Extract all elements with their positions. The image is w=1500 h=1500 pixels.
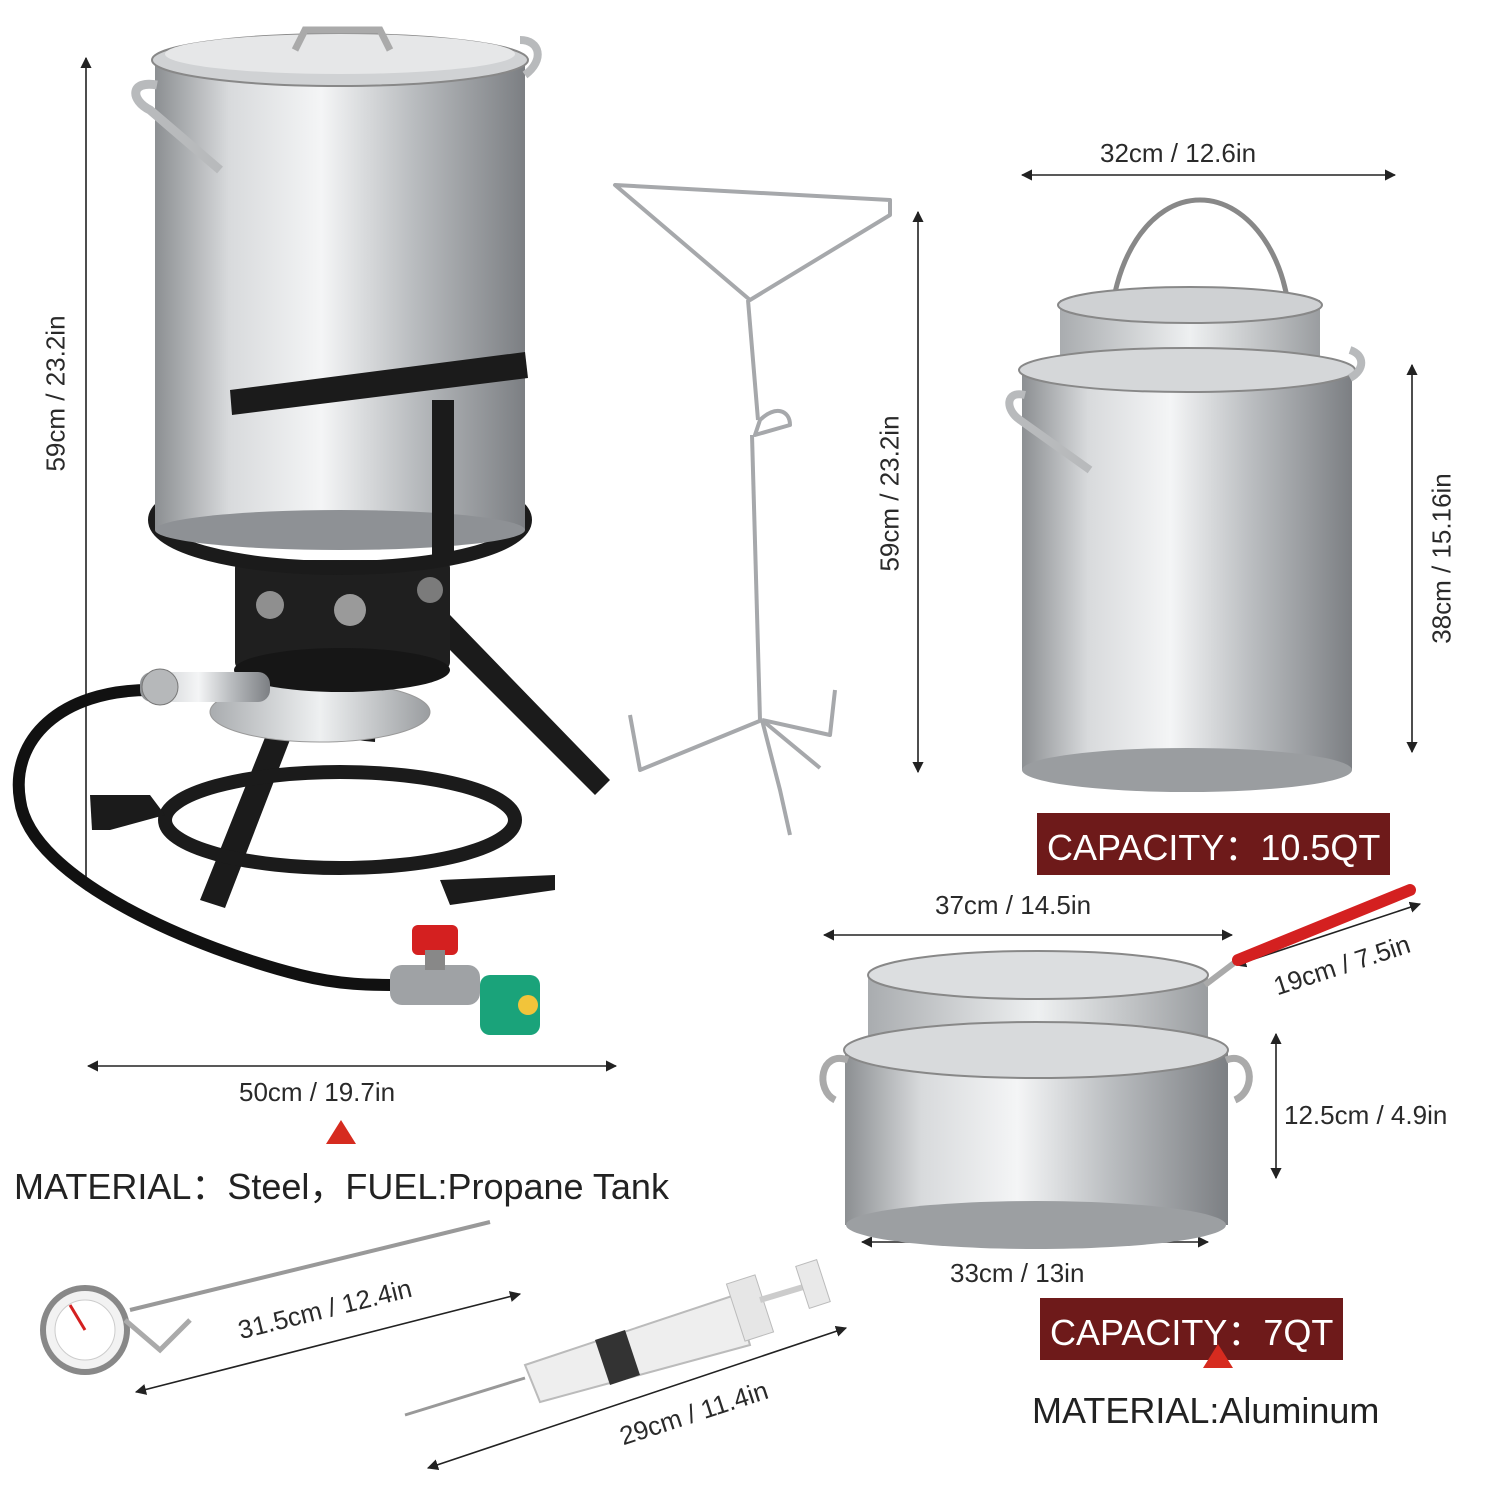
burner-material-marker-icon — [326, 1120, 356, 1144]
fry-basket-width-label: 37cm / 14.5in — [935, 890, 1092, 920]
stockpot-icon — [1005, 197, 1366, 792]
fryer-height-label: 59cm / 23.2in — [40, 315, 71, 472]
turkey-hanger-icon — [613, 183, 892, 836]
stockpot-width-label: 32cm / 12.6in — [1100, 138, 1257, 168]
fry-pot-capacity-badge: CAPACITY：7QT — [1040, 1298, 1344, 1360]
turkey-fryer-icon — [12, 26, 610, 1035]
injector-icon — [404, 1259, 831, 1417]
pots-material-label: MATERIAL:Aluminum — [1032, 1390, 1380, 1431]
burner-material-label: MATERIAL：Steel，FUEL:Propane Tank — [14, 1166, 669, 1207]
fry-pot-icon — [819, 884, 1416, 1249]
fryer-width-label: 50cm / 19.7in — [239, 1077, 396, 1107]
pots-material-marker-icon — [1203, 1344, 1233, 1368]
stockpot-capacity-badge: CAPACITY：10.5QT — [1037, 813, 1391, 875]
stockpot-height-label: 38cm / 15.16in — [1426, 473, 1457, 644]
thermometer-icon — [40, 1220, 491, 1375]
fry-pot-height-label: 12.5cm / 4.9in — [1284, 1100, 1448, 1130]
fry-pot-width-label: 33cm / 13in — [950, 1258, 1085, 1288]
hanger-height-label: 59cm / 23.2in — [874, 415, 905, 572]
